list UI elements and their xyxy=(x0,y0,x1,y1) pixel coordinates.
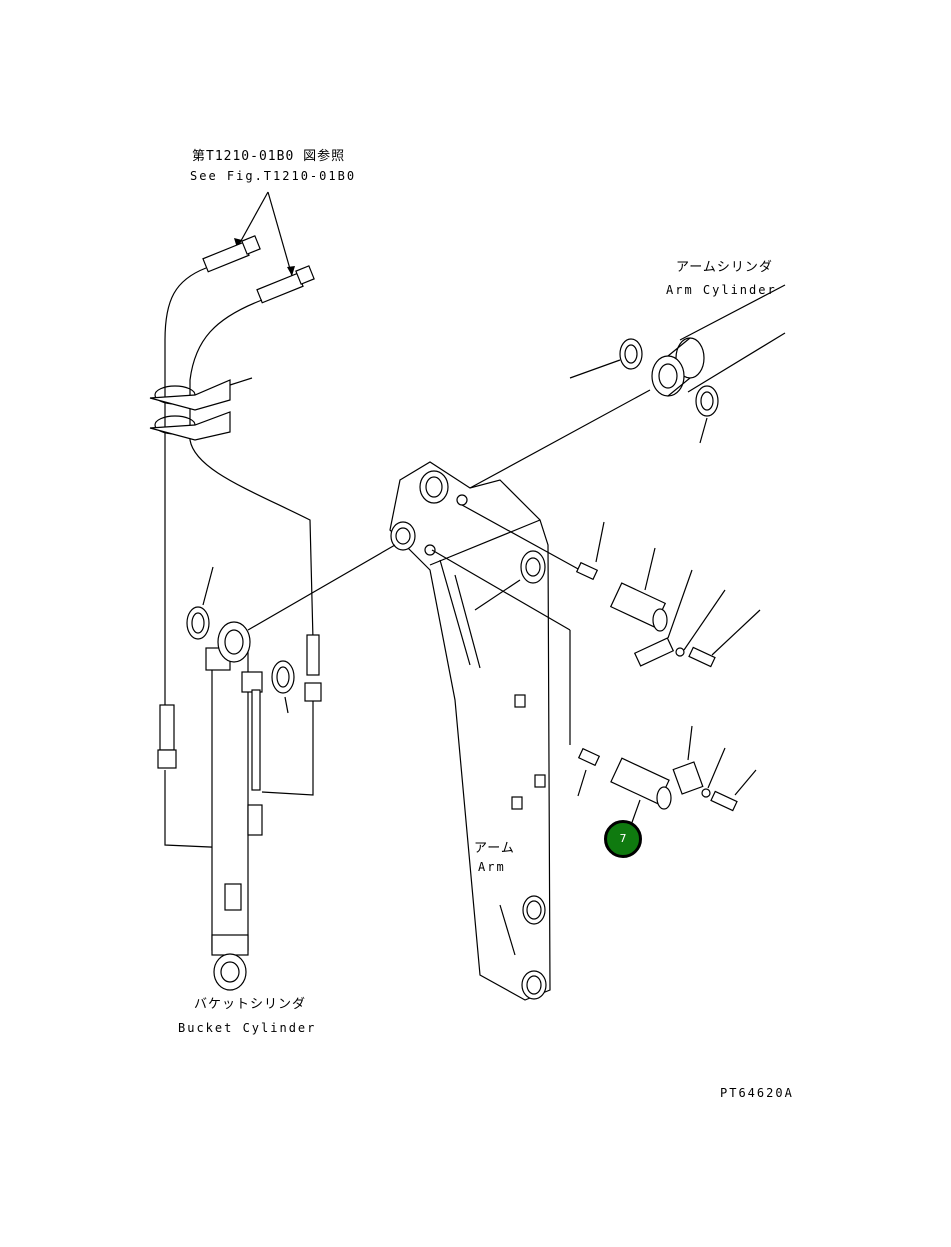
arm-label-jp: アーム xyxy=(474,841,515,856)
bucket-cylinder-label-jp: バケットシリンダ xyxy=(194,997,307,1012)
hose-clamps xyxy=(149,377,253,441)
pin-assembly-lower xyxy=(577,725,757,829)
bucket-cylinder-label-en: Bucket Cylinder xyxy=(178,1021,317,1035)
leader-lines xyxy=(247,504,581,745)
hose-fittings-lower xyxy=(157,634,322,769)
reference-arrows xyxy=(234,191,295,277)
arm-cylinder-label-en: Arm Cylinder xyxy=(666,283,777,297)
bucket-cylinder xyxy=(205,621,263,991)
arm-cylinder-label-jp: アームシリンダ xyxy=(676,260,773,275)
arm-boom xyxy=(389,461,551,1001)
drawing-code: PT64620A xyxy=(720,1086,794,1100)
arm-cylinder-end xyxy=(469,284,786,489)
pin-assembly-upper xyxy=(575,521,761,668)
reference-label-en: See Fig.T1210-01B0 xyxy=(190,169,357,183)
part-callout-7[interactable]: 7 xyxy=(604,820,642,858)
reference-label-jp: 第T1210-01B0 図参照 xyxy=(192,149,346,164)
arm-label-en: Arm xyxy=(478,860,506,874)
hose-fitting-upper xyxy=(202,235,315,304)
seal-rings-left xyxy=(186,566,295,714)
